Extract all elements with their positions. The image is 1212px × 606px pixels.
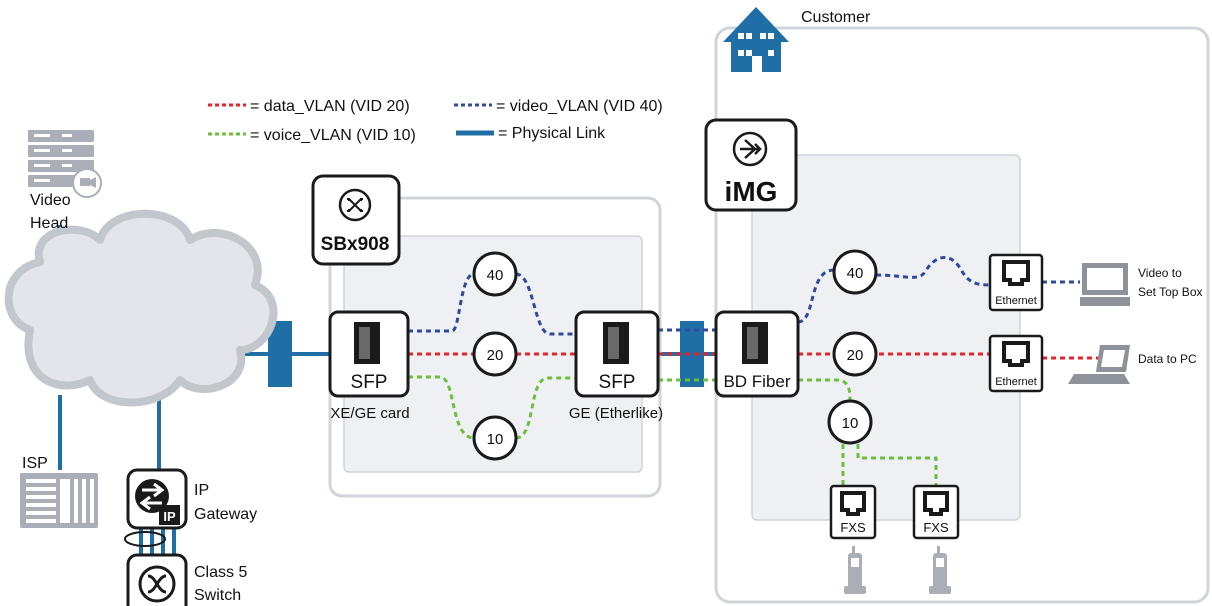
data-output-label: Data to PC [1138, 352, 1197, 366]
video-head-icon [28, 130, 102, 198]
voice-vlan-segment-2 [515, 376, 576, 440]
rj11-icon-2 [923, 491, 949, 516]
vid-circle-img-10: 10 [827, 399, 873, 445]
ip-gateway-label-1: IP [194, 482, 209, 499]
video-vlan-segment-5 [875, 256, 991, 287]
link-bundle-ring [124, 531, 166, 547]
svg-text:40: 40 [847, 265, 864, 282]
svg-text:FXS: FXS [923, 520, 949, 535]
ip-gateway-device: IP [126, 468, 188, 530]
sfp-card-ge: SFP [574, 310, 660, 398]
bd-fiber-card: BD Fiber [714, 310, 800, 398]
svg-text:10: 10 [842, 415, 859, 432]
tv-icon [1080, 263, 1130, 306]
sfp-card-ge-port: SFP [599, 372, 636, 393]
voice-vlan-segment-4 [798, 378, 852, 401]
svg-text:40: 40 [487, 267, 504, 284]
sbx908-badge: SBx908 [311, 174, 401, 266]
video-output-label-1: Video to [1138, 266, 1182, 280]
svg-text:FXS: FXS [840, 520, 866, 535]
svg-text:Ethernet: Ethernet [995, 295, 1037, 307]
legend-data-label: = data_VLAN (VID 20) [250, 98, 410, 115]
svg-text:Ethernet: Ethernet [995, 376, 1037, 388]
svg-text:20: 20 [487, 347, 504, 364]
vid-circle-sbx-40: 40 [472, 251, 518, 297]
video-head-label-1: Video [30, 192, 71, 209]
svg-text:20: 20 [847, 347, 864, 364]
svg-text:10: 10 [487, 431, 504, 448]
ge-etherlike-label: GE (Etherlike) [569, 405, 663, 422]
video-vlan-segment-4 [797, 268, 835, 324]
video-output-label-2: Set Top Box [1138, 285, 1203, 299]
physical-connector-right [680, 321, 704, 387]
ethernet-port-data: Ethernet [988, 334, 1044, 393]
fxs-port-a: FXS [829, 484, 877, 540]
vid-circle-img-20: 20 [832, 331, 878, 377]
legend-voice-label: = voice_VLAN (VID 10) [250, 127, 416, 144]
customer-label: Customer [801, 9, 871, 26]
ip-gateway-label-2: Gateway [194, 506, 257, 523]
rj45-icon [1002, 260, 1030, 286]
isp-label: ISP [22, 455, 48, 472]
rj45-icon-2 [1002, 341, 1030, 367]
fiber-module-icon [742, 322, 768, 364]
video-vlan-segment-1 [408, 272, 475, 333]
img-badge: iMG [704, 118, 798, 212]
sfp-module-icon [354, 322, 380, 364]
video-head-label-2: Head [30, 215, 68, 232]
legend-video-label: = video_VLAN (VID 40) [496, 98, 663, 115]
ip-badge-text: IP [163, 509, 176, 524]
bd-fiber-port: BD Fiber [723, 372, 790, 391]
vid-circle-sbx-10: 10 [472, 415, 518, 461]
phone-icon [844, 546, 866, 594]
voice-vlan-segment-1 [408, 375, 475, 440]
sbx908-title: SBx908 [321, 234, 390, 255]
sfp-card-xe: SFP [328, 310, 410, 398]
phone-icon-2 [929, 546, 951, 594]
isp-server-icon [20, 473, 98, 528]
vid-circle-img-40: 40 [832, 249, 878, 295]
ip-badge [159, 505, 180, 525]
ethernet-port-video: Ethernet [988, 253, 1044, 312]
house-icon [723, 7, 789, 72]
class5-switch-device [126, 553, 188, 606]
fxs-port-b: FXS [912, 484, 960, 540]
vid-circle-sbx-20: 20 [472, 331, 518, 377]
class5-label-2: Switch [194, 587, 241, 604]
sfp-module-icon-2 [603, 322, 629, 364]
class5-label-1: Class 5 [194, 564, 247, 581]
rj11-icon [840, 491, 866, 516]
xe-ge-card-label: XE/GE card [330, 405, 409, 422]
network-cloud [4, 209, 278, 407]
pc-icon [1068, 345, 1130, 384]
legend-physical-label: = Physical Link [498, 125, 606, 142]
legend: = data_VLAN (VID 20) = video_VLAN (VID 4… [208, 98, 663, 144]
sfp-card-xe-port: SFP [351, 372, 388, 393]
img-title: iMG [725, 176, 778, 207]
